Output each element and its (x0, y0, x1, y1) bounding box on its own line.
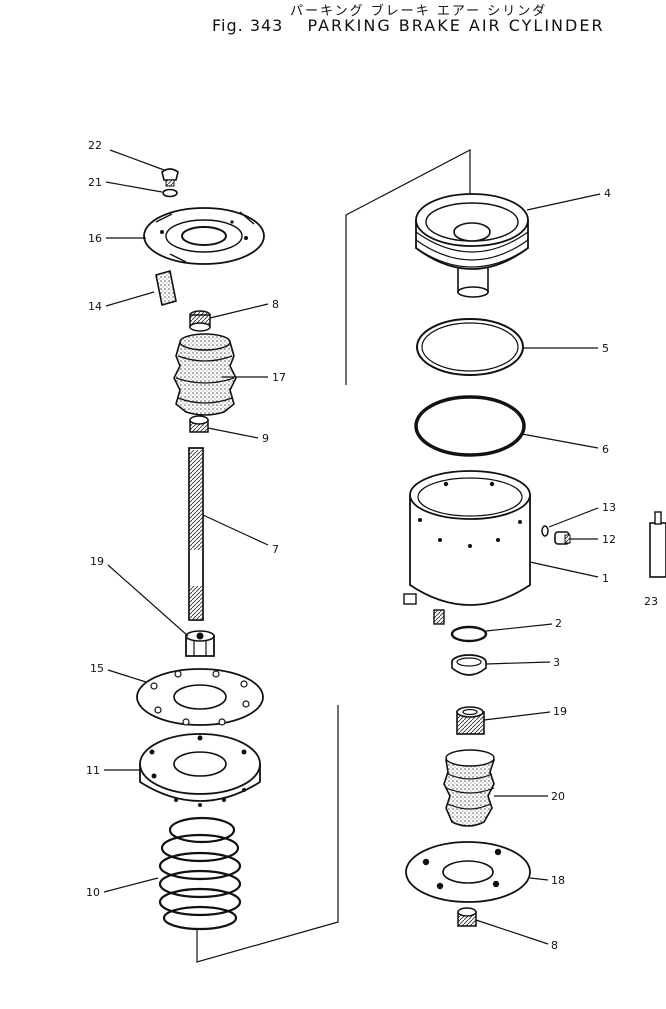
assembly-axis-lines (196, 149, 471, 963)
callout-7: 7 (272, 543, 279, 556)
figure-caption: Fig. 343 PARKING BRAKE AIR CYLINDER (212, 16, 605, 35)
callout-11: 11 (86, 764, 100, 777)
part-13-washer (541, 525, 549, 537)
part-8-nut-bottom (457, 907, 477, 927)
figure-number: Fig. 343 (212, 16, 284, 35)
callout-23: 23 (644, 595, 658, 608)
callout-1: 1 (602, 572, 609, 585)
part-10-spring (158, 816, 242, 931)
callout-14: 14 (88, 300, 102, 313)
part-15-gasket (136, 668, 264, 726)
part-23-tube (649, 511, 666, 578)
callout-12: 12 (602, 533, 616, 546)
part-2-o-ring (450, 625, 488, 643)
callout-19-left: 19 (90, 555, 104, 568)
part-19-bushing-right (456, 706, 485, 735)
callout-2: 2 (555, 617, 562, 630)
part-7-threaded-rod (188, 447, 204, 621)
part-16-flange-plate (143, 207, 265, 265)
callout-8-top: 8 (272, 298, 279, 311)
part-3-ring (451, 654, 487, 676)
callout-5: 5 (602, 342, 609, 355)
part-4-piston (415, 193, 529, 298)
part-6-o-ring (414, 395, 526, 457)
part-19-nut-left (185, 630, 215, 657)
callout-8-bottom: 8 (551, 939, 558, 952)
callout-13: 13 (602, 501, 616, 514)
leader-lines (103, 149, 601, 945)
callout-9: 9 (262, 432, 269, 445)
part-11-flange (139, 733, 261, 807)
part-18-plate (405, 841, 531, 903)
callout-6: 6 (602, 443, 609, 456)
part-8-nut-top (189, 310, 211, 332)
header: パーキング ブレーキ エアー シリンダ Fig. 343 PARKING BRA… (0, 0, 666, 40)
part-5-seal-ring (416, 318, 524, 376)
part-12-plug (554, 531, 571, 545)
callout-labels: 22 21 16 14 8 17 9 7 19 15 11 10 4 5 6 1… (86, 139, 658, 952)
callout-19-right: 19 (553, 705, 567, 718)
callout-17: 17 (272, 371, 286, 384)
callout-16: 16 (88, 232, 102, 245)
callout-10: 10 (86, 886, 100, 899)
part-14-key (155, 269, 177, 307)
callout-4: 4 (604, 187, 611, 200)
part-1-cylinder (403, 470, 531, 625)
part-21-washer (162, 188, 178, 198)
callout-3: 3 (553, 656, 560, 669)
part-9-nut (189, 415, 209, 433)
figure-title: PARKING BRAKE AIR CYLINDER (307, 16, 605, 35)
part-22-bolt (161, 168, 179, 187)
callout-22: 22 (88, 139, 102, 152)
callout-20: 20 (551, 790, 565, 803)
japanese-title: パーキング ブレーキ エアー シリンダ (290, 4, 548, 19)
callout-21: 21 (88, 176, 102, 189)
part-20-bellows (443, 749, 495, 827)
callout-18: 18 (551, 874, 565, 887)
callout-15: 15 (90, 662, 104, 675)
part-17-bellows (173, 333, 237, 416)
